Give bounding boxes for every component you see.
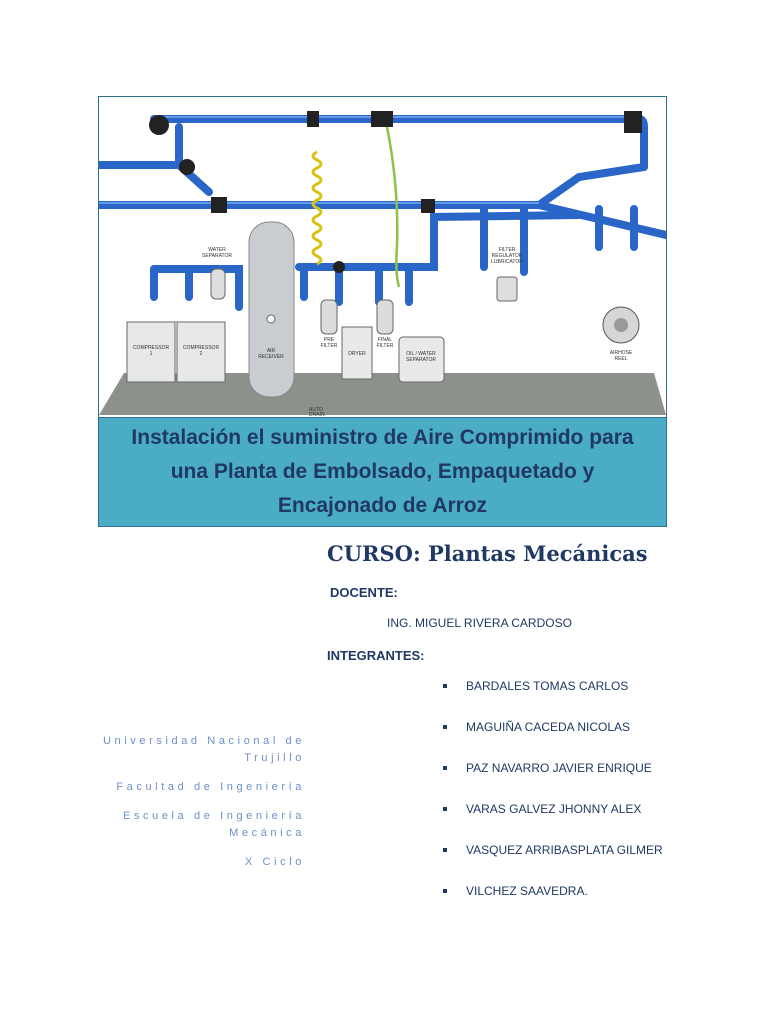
svg-text:FILTER: FILTER <box>377 343 394 349</box>
bullet-icon <box>443 766 447 770</box>
member-name: VILCHEZ SAAVEDRA. <box>466 884 588 898</box>
bullet-icon <box>443 889 447 893</box>
floor-shape <box>99 373 666 415</box>
member-name: VARAS GALVEZ JHONNY ALEX <box>466 802 642 816</box>
member-item: MAGUIÑA CACEDA NICOLAS <box>440 719 663 760</box>
school-name: Escuela de Ingeniería Mecánica <box>122 810 305 839</box>
svg-text:AUTO: AUTO <box>309 407 323 413</box>
svg-text:FILTER: FILTER <box>321 343 338 349</box>
svg-text:PRE: PRE <box>324 337 335 343</box>
course-title: CURSO: Plantas Mecánicas <box>327 541 648 566</box>
member-item: VASQUEZ ARRIBASPLATA GILMER <box>440 842 663 883</box>
cover-figure: AIR RECEIVER COMPRESSOR 1 COMPRESSOR 2 W… <box>98 96 667 527</box>
svg-text:COMPRESSOR: COMPRESSOR <box>183 345 220 351</box>
svg-text:DRYER: DRYER <box>348 351 366 357</box>
university-name: Universidad Nacional de Trujillo <box>102 735 305 764</box>
svg-text:REGULATOR: REGULATOR <box>492 253 523 259</box>
course-name: Plantas Mecánicas <box>428 541 648 566</box>
svg-text:OIL / WATER: OIL / WATER <box>406 351 436 357</box>
faculty-name: Facultad de Ingeniería <box>116 781 305 793</box>
institution-block: Universidad Nacional de Trujillo Faculta… <box>60 733 305 883</box>
teacher-name: ING. MIGUEL RIVERA CARDOSO <box>387 616 572 630</box>
svg-text:FILTER: FILTER <box>499 247 516 253</box>
svg-text:FINAL: FINAL <box>378 337 392 343</box>
members-heading: INTEGRANTES: <box>327 648 425 663</box>
title-band: Instalación el suministro de Aire Compri… <box>99 417 666 526</box>
svg-text:AIR: AIR <box>267 348 276 354</box>
members-list: BARDALES TOMAS CARLOS MAGUIÑA CACEDA NIC… <box>440 678 663 924</box>
document-title: Instalación el suministro de Aire Compri… <box>131 426 634 517</box>
svg-text:LUBRICATOR: LUBRICATOR <box>491 259 523 265</box>
member-name: VASQUEZ ARRIBASPLATA GILMER <box>466 843 663 857</box>
compressed-air-installation-illustration: AIR RECEIVER COMPRESSOR 1 COMPRESSOR 2 W… <box>99 97 666 417</box>
svg-text:WATER: WATER <box>208 247 226 253</box>
bullet-icon <box>443 807 447 811</box>
svg-text:REEL: REEL <box>614 356 627 362</box>
member-item: BARDALES TOMAS CARLOS <box>440 678 663 719</box>
member-item: VARAS GALVEZ JHONNY ALEX <box>440 801 663 842</box>
course-label: CURSO: <box>327 541 421 566</box>
svg-text:AIRHOSE: AIRHOSE <box>610 350 633 356</box>
svg-text:DRAIN: DRAIN <box>309 412 325 417</box>
svg-text:1: 1 <box>150 351 153 357</box>
teacher-heading: DOCENTE: <box>330 585 398 600</box>
member-name: PAZ NAVARRO JAVIER ENRIQUE <box>466 761 652 775</box>
svg-text:RECEIVER: RECEIVER <box>258 354 284 360</box>
bullet-icon <box>443 725 447 729</box>
bullet-icon <box>443 684 447 688</box>
cycle-label: X Ciclo <box>244 856 305 868</box>
svg-text:COMPRESSOR: COMPRESSOR <box>133 345 170 351</box>
member-name: BARDALES TOMAS CARLOS <box>466 679 629 693</box>
svg-text:SEPARATOR: SEPARATOR <box>202 253 232 259</box>
svg-text:SEPARATOR: SEPARATOR <box>406 357 436 363</box>
member-item: PAZ NAVARRO JAVIER ENRIQUE <box>440 760 663 801</box>
bullet-icon <box>443 848 447 852</box>
svg-text:2: 2 <box>200 351 203 357</box>
member-name: MAGUIÑA CACEDA NICOLAS <box>466 720 631 734</box>
member-item: VILCHEZ SAAVEDRA. <box>440 883 663 924</box>
